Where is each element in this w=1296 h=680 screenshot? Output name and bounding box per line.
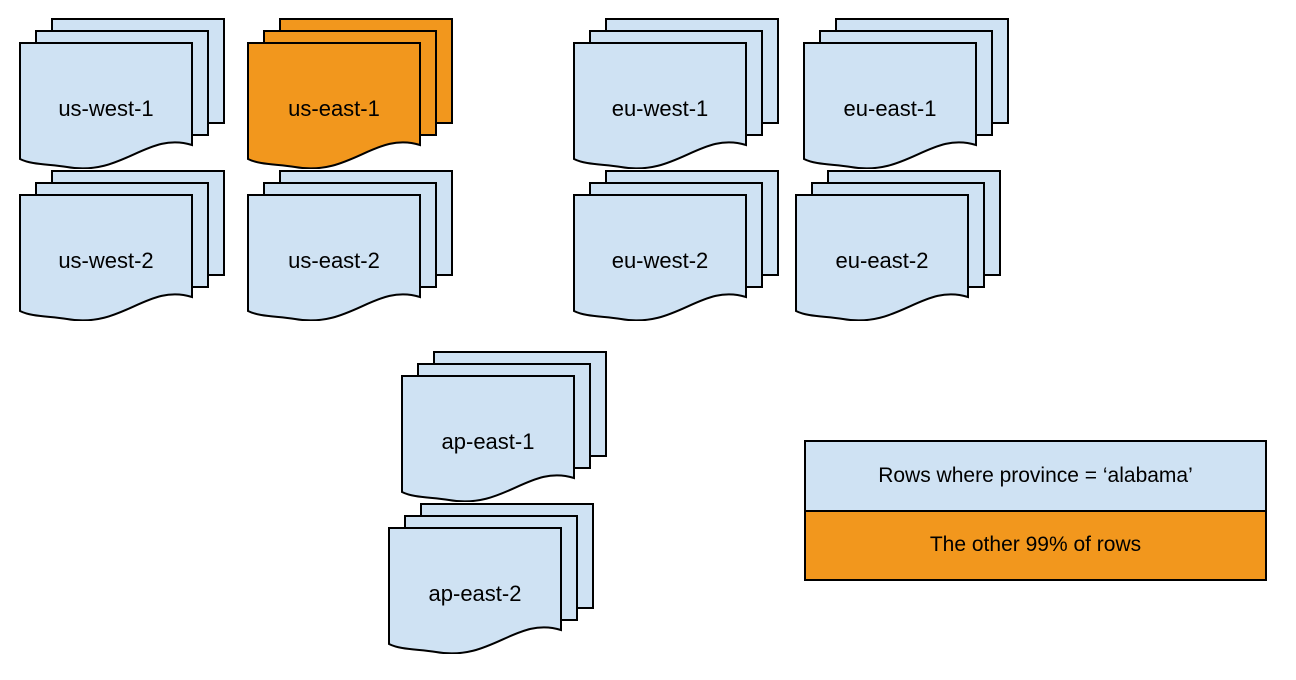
region-stack-us-east-2: us-east-2 [247,170,454,321]
document-stack-graphic: ap-east-1 [401,351,607,502]
document-sheet-front [247,194,421,321]
document-sheet-front [795,194,969,321]
region-stack-us-east-1: us-east-1 [247,18,454,169]
document-stack-graphic: eu-west-2 [573,170,779,321]
document-stack-graphic: us-east-2 [247,170,453,321]
document-sheet-front [388,527,562,654]
legend-item-label: The other 99% of rows [929,533,1142,557]
legend-item-label: Rows where province = ‘alabama’ [878,463,1193,487]
legend-item-other-rows: The other 99% of rows [806,509,1265,579]
region-stack-ap-east-1: ap-east-1 [401,351,608,502]
legend: Rows where province = ‘alabama’ The othe… [804,440,1267,581]
region-label: ap-east-1 [442,429,535,454]
document-sheet-front [19,194,193,321]
document-stack-graphic: us-west-2 [19,170,225,321]
region-label: us-east-1 [288,96,380,121]
region-label: eu-east-2 [836,248,929,273]
region-stack-ap-east-2: ap-east-2 [388,503,595,654]
legend-item-alabama-rows: Rows where province = ‘alabama’ [806,442,1265,510]
document-sheet-front [803,42,977,169]
region-label: eu-west-1 [612,96,709,121]
document-stack-graphic: eu-west-1 [573,18,779,169]
document-stack-graphic: eu-east-2 [795,170,1001,321]
document-stack-graphic: ap-east-2 [388,503,594,654]
document-sheet-front [247,42,421,169]
region-stack-us-west-2: us-west-2 [19,170,226,321]
region-label: us-west-1 [58,96,153,121]
region-label: us-west-2 [58,248,153,273]
document-sheet-front [401,375,575,502]
document-sheet-front [573,194,747,321]
region-stack-us-west-1: us-west-1 [19,18,226,169]
region-stack-eu-west-2: eu-west-2 [573,170,780,321]
document-stack-graphic: us-west-1 [19,18,225,169]
region-label: eu-west-2 [612,248,709,273]
region-label: eu-east-1 [844,96,937,121]
region-stack-eu-east-1: eu-east-1 [803,18,1010,169]
region-label: us-east-2 [288,248,380,273]
document-sheet-front [573,42,747,169]
document-stack-graphic: eu-east-1 [803,18,1009,169]
region-stack-eu-west-1: eu-west-1 [573,18,780,169]
region-stack-eu-east-2: eu-east-2 [795,170,1002,321]
region-label: ap-east-2 [429,581,522,606]
document-sheet-front [19,42,193,169]
document-stack-graphic: us-east-1 [247,18,453,169]
